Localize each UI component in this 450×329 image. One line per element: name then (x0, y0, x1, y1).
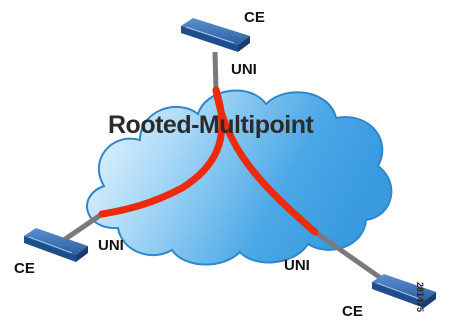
uni-right-label: UNI (284, 257, 310, 274)
diagram-title: Rooted-Multipoint (108, 111, 314, 139)
link-top (212, 51, 219, 91)
evc-paths (98, 86, 319, 236)
ce-device-top (181, 18, 250, 52)
provider-network-cloud (86, 89, 393, 266)
evc-path-left (98, 86, 226, 218)
ce-right-label: CE (342, 303, 363, 320)
ce-device-left (24, 228, 88, 262)
ce-device-right (372, 274, 436, 308)
ce-left-label: CE (14, 260, 35, 277)
figure-code: 281475 (415, 282, 425, 313)
evc-path-right (212, 86, 319, 236)
cloud-shape (86, 89, 393, 266)
uni-top-label: UNI (231, 61, 257, 78)
ce-top-label: CE (244, 9, 265, 26)
uni-left-label: UNI (98, 237, 124, 254)
